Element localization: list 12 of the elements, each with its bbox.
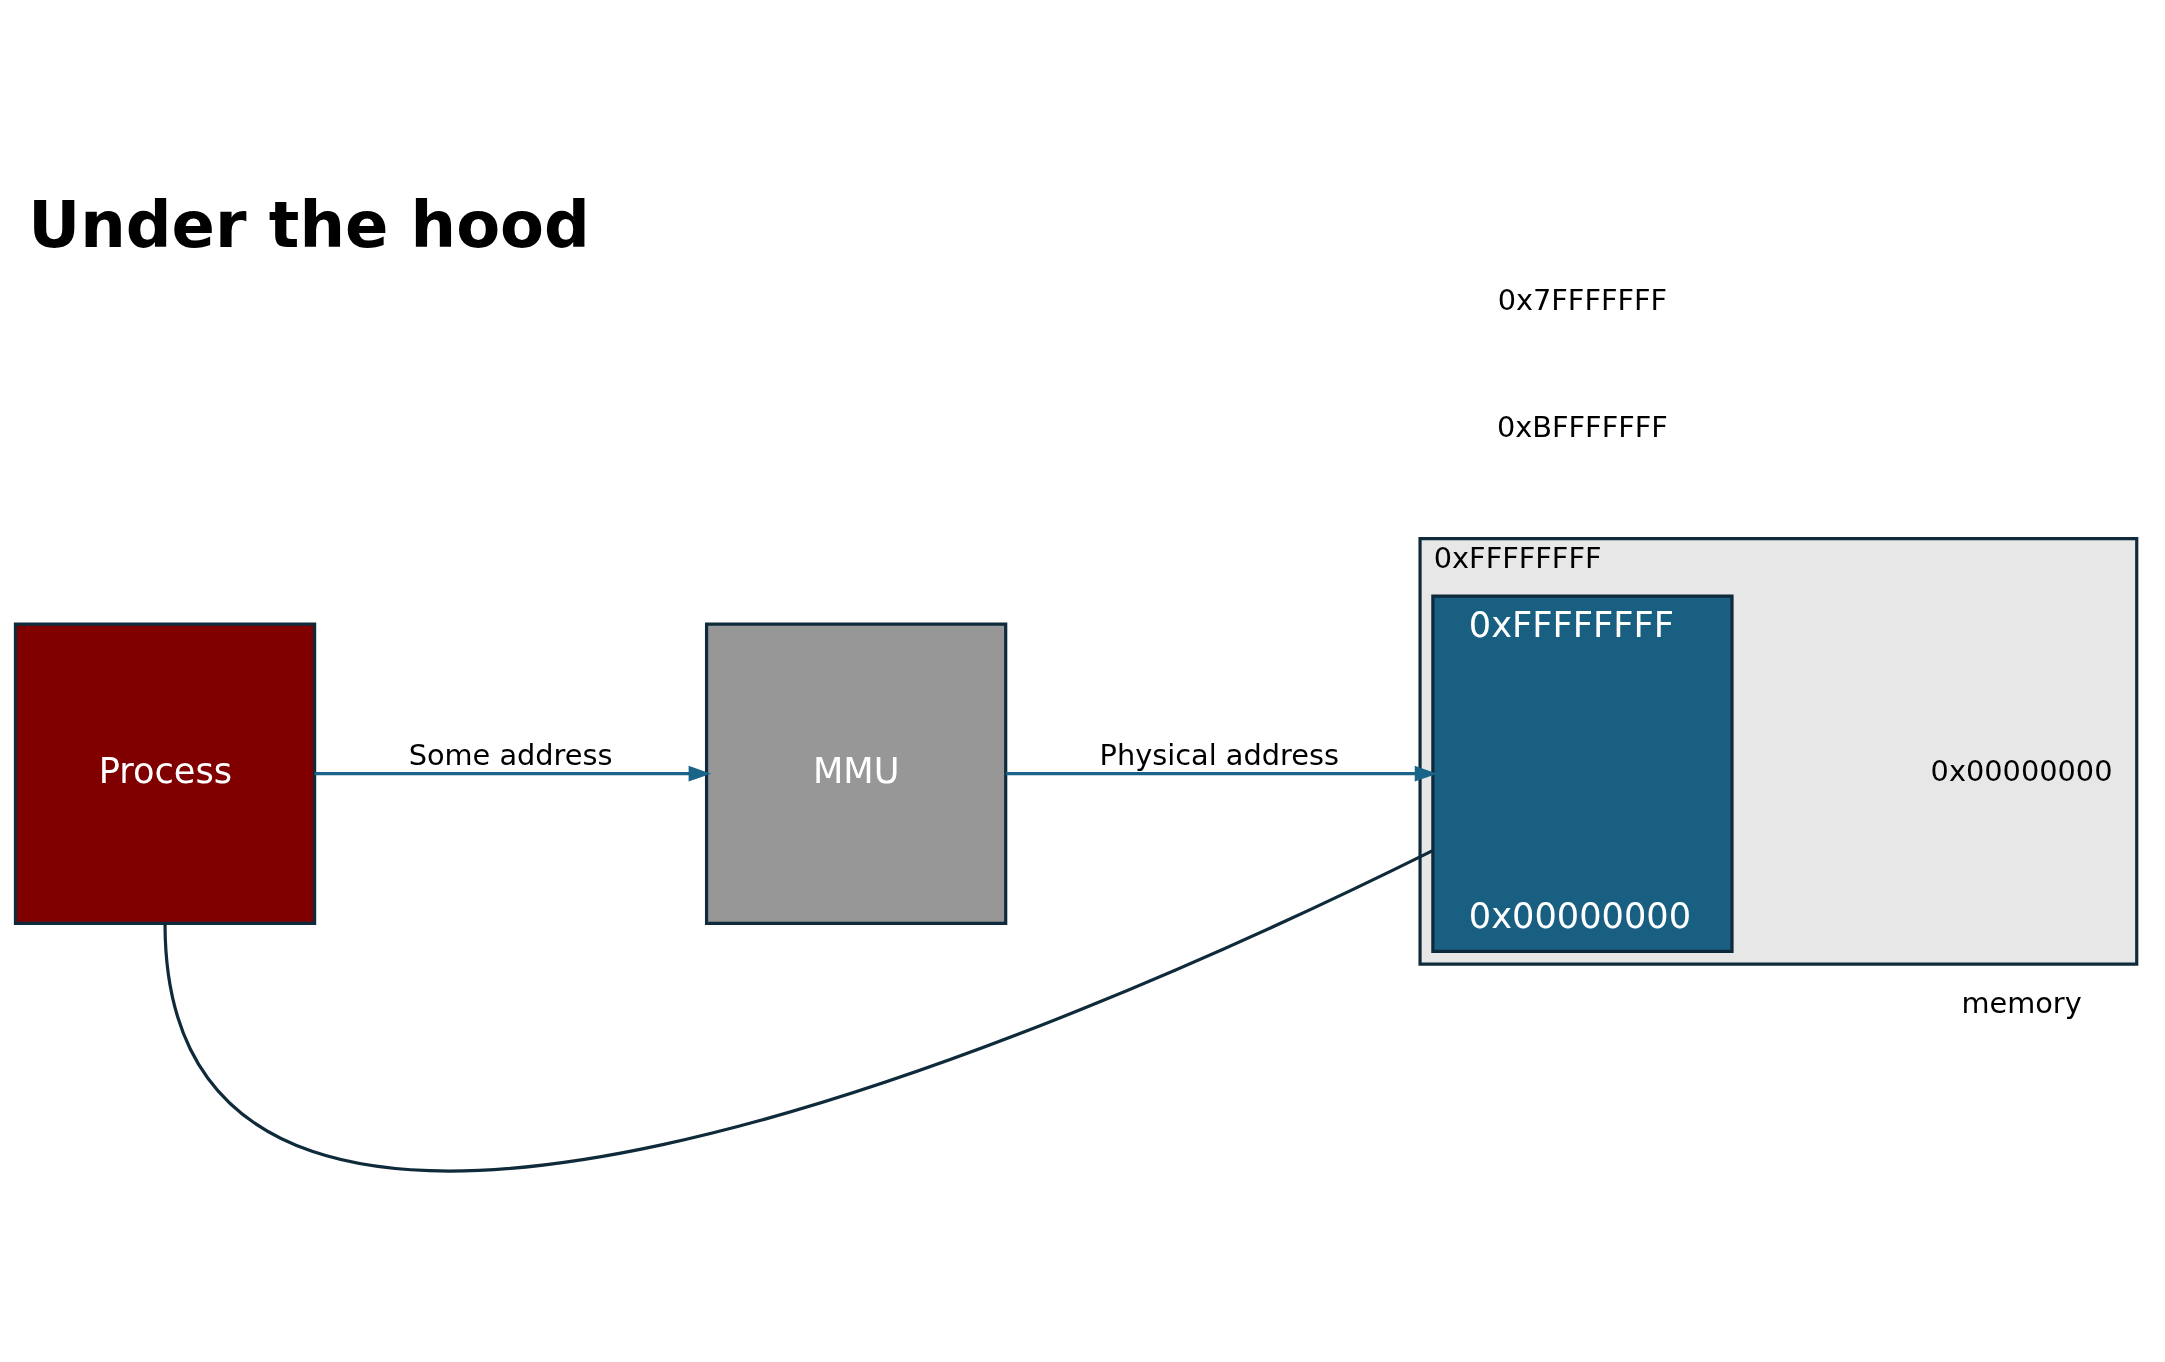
arrow <box>1005 765 1438 782</box>
arrow <box>314 765 712 782</box>
connector <box>163 848 1434 1171</box>
node-box: Process <box>13 622 317 925</box>
node-box: 0xFFFFFFFF 0x00000000 <box>1431 594 1734 953</box>
node-box: MMU <box>704 622 1008 925</box>
edge-label: Physical address <box>1099 737 1339 772</box>
edge-label: Some address <box>408 737 613 772</box>
node-label: memory <box>1961 985 2082 1020</box>
node-label: 0x7FFFFFFF <box>1497 282 1668 317</box>
node-label: 0xBFFFFFFF <box>1496 409 1668 444</box>
diagram-title: Under the hood <box>28 187 590 262</box>
